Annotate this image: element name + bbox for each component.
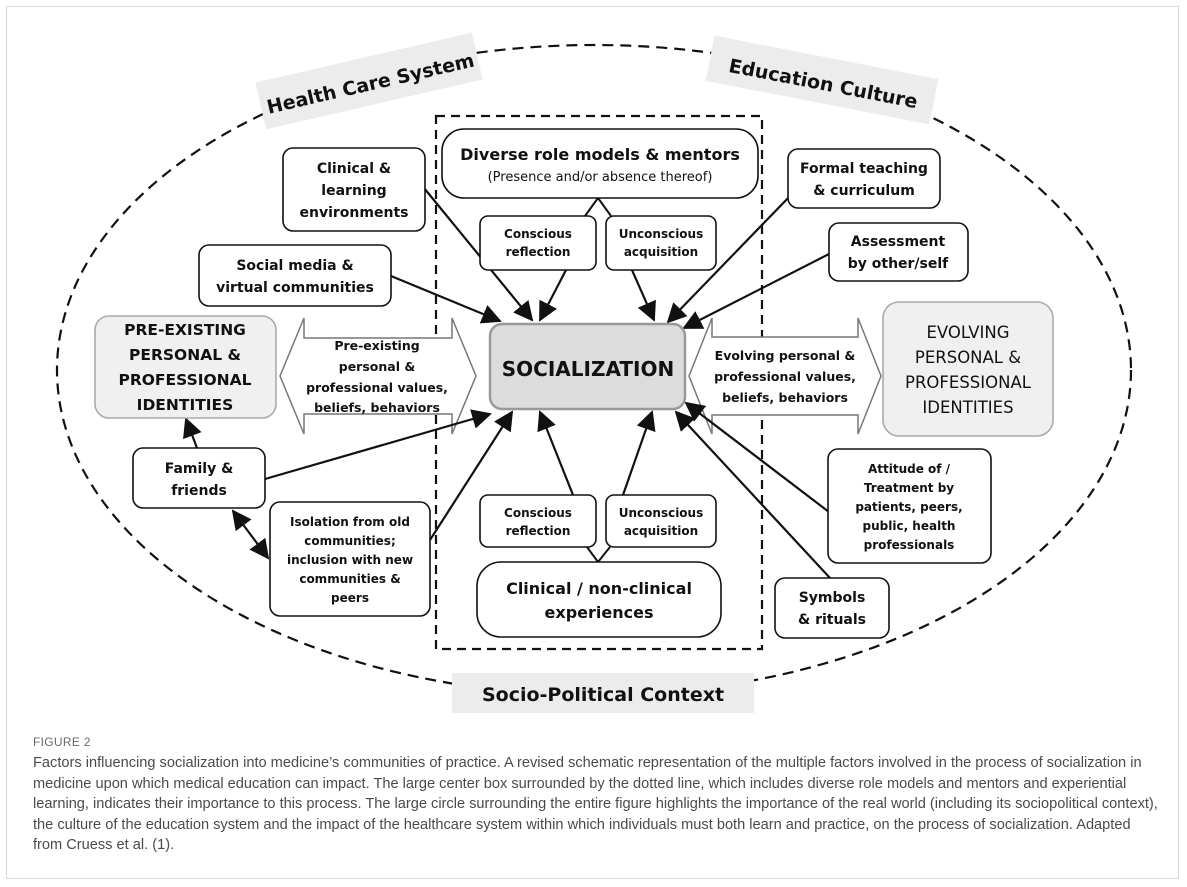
- social-media-box: [198, 244, 392, 307]
- connector-role-models-acquisition: [597, 197, 612, 217]
- connector-experiences-reflection: [586, 546, 599, 563]
- pre-existing-values-arrow: [279, 317, 477, 435]
- reflection-top-box: [479, 215, 597, 271]
- acquisition-top-box: [605, 215, 717, 271]
- isolation-line-1: Isolation from old: [290, 515, 410, 529]
- social-media-line-2: virtual communities: [216, 280, 374, 296]
- experiences-line-1: Clinical / non-clinical: [506, 579, 692, 598]
- acquisition-bottom-line-1: Unconscious: [619, 506, 704, 520]
- family-box: [132, 447, 266, 509]
- clinical-env-line-3: environments: [300, 205, 409, 221]
- figure-frame: [6, 6, 1179, 879]
- isolation-line-5: peers: [331, 591, 369, 605]
- acquisition-bottom-box: [605, 494, 717, 548]
- arrow-attitude: [684, 401, 830, 513]
- acquisition-bottom-line-2: acquisition: [624, 524, 698, 538]
- connector-experiences-acquisition: [597, 546, 611, 563]
- evolving-values-line-3: beliefs, behaviors: [722, 390, 848, 405]
- attitude-line-5: professionals: [864, 538, 955, 552]
- isolation-line-3: inclusion with new: [287, 553, 413, 567]
- arrow-clinical-environments: [423, 187, 534, 322]
- pre-existing-values-line-2: personal &: [339, 359, 416, 374]
- attitude-line-2: Treatment by: [864, 481, 954, 495]
- symbols-line-1: Symbols: [799, 590, 866, 606]
- figure-caption: Factors influencing socialization into m…: [33, 755, 1158, 853]
- attitude-line-4: public, health: [863, 519, 956, 533]
- pre-existing-identities-line-1: PRE-EXISTING: [124, 321, 246, 339]
- evolving-identities-line-2: PERSONAL &: [915, 348, 1021, 367]
- acquisition-top-line-1: Unconscious: [619, 227, 704, 241]
- pre-existing-values-line-1: Pre-existing: [334, 338, 419, 353]
- role-models-subtitle: (Presence and/or absence thereof): [488, 170, 713, 185]
- figure-label: FIGURE 2: [33, 735, 91, 749]
- role-models-box: [441, 128, 759, 199]
- pre-existing-identities-line-4: IDENTITIES: [137, 396, 234, 414]
- pre-existing-identities-box: [94, 315, 277, 419]
- acquisition-top-line-2: acquisition: [624, 245, 698, 259]
- attitude-box: [827, 448, 992, 564]
- symbols-line-2: & rituals: [798, 612, 866, 628]
- reflection-bottom-line-2: reflection: [506, 524, 571, 538]
- social-media-line-1: Social media &: [236, 258, 353, 274]
- socialization-label: SOCIALIZATION: [502, 357, 674, 381]
- arrow-isolation: [429, 410, 514, 541]
- evolving-identities-line-1: EVOLVING: [926, 323, 1009, 342]
- evolving-values-line-2: professional values,: [714, 369, 856, 384]
- formal-teaching-line-2: & curriculum: [813, 183, 915, 199]
- arrow-reflection-top: [539, 269, 567, 322]
- isolation-box: [269, 501, 431, 617]
- evolving-values-line-1: Evolving personal &: [715, 348, 856, 363]
- arrow-assessment: [682, 253, 830, 329]
- socio-political-context-label: Socio-Political Context: [452, 673, 754, 713]
- pre-existing-values-line-3: professional values,: [306, 380, 448, 395]
- reflection-top-line-1: Conscious: [504, 227, 572, 241]
- isolation-line-2: communities;: [304, 534, 396, 548]
- socialization-diagram: Health Care System Education Culture Soc…: [55, 32, 1133, 713]
- clinical-env-line-2: learning: [321, 183, 386, 199]
- arrow-social-media: [390, 274, 502, 324]
- pre-existing-values-line-4: beliefs, behaviors: [314, 400, 440, 415]
- reflection-top-line-2: reflection: [506, 245, 571, 259]
- arrow-family: [264, 409, 492, 481]
- assessment-line-1: Assessment: [851, 234, 946, 250]
- arrow-reflection-bottom: [537, 410, 575, 496]
- formal-teaching-line-1: Formal teaching: [800, 161, 928, 177]
- isolation-line-4: communities &: [299, 572, 400, 586]
- assessment-box: [828, 222, 969, 282]
- socialization-box: [488, 322, 687, 411]
- symbols-box: [774, 577, 890, 639]
- arrow-family-isolation: [231, 509, 270, 560]
- formal-teaching-box: [787, 148, 941, 209]
- attitude-line-3: patients, peers,: [855, 500, 962, 514]
- health-care-system-label: Health Care System: [255, 32, 483, 130]
- reflection-bottom-line-1: Conscious: [504, 506, 572, 520]
- family-line-1: Family &: [165, 461, 234, 477]
- arrow-formal-teaching: [666, 195, 791, 324]
- evolving-identities-line-4: IDENTITIES: [922, 398, 1013, 417]
- connector-role-models-reflection: [584, 197, 599, 217]
- arrow-family-to-identities: [183, 417, 202, 449]
- experiences-line-2: experiences: [545, 603, 654, 622]
- evolving-identities-line-3: PROFESSIONAL: [905, 373, 1032, 392]
- pre-existing-identities-line-3: PROFESSIONAL: [118, 371, 251, 389]
- arrow-symbols: [674, 410, 831, 579]
- arrow-acquisition-bottom: [621, 410, 656, 496]
- attitude-line-1: Attitude of /: [868, 462, 951, 476]
- role-models-title: Diverse role models & mentors: [460, 145, 740, 164]
- pre-existing-identities-line-2: PERSONAL &: [129, 346, 241, 364]
- clinical-env-line-1: Clinical &: [317, 161, 391, 177]
- arrow-acquisition-top: [630, 269, 656, 322]
- assessment-line-2: by other/self: [848, 256, 949, 272]
- family-line-2: friends: [171, 483, 227, 499]
- education-culture-label: Education Culture: [705, 35, 939, 125]
- evolving-identities-box: [882, 301, 1054, 437]
- clinical-environments-box: [282, 147, 426, 232]
- evolving-values-arrow: [688, 317, 882, 435]
- reflection-bottom-box: [479, 494, 597, 548]
- svg-text:Socio-Political Context: Socio-Political Context: [482, 684, 724, 706]
- experiences-box: [476, 561, 722, 638]
